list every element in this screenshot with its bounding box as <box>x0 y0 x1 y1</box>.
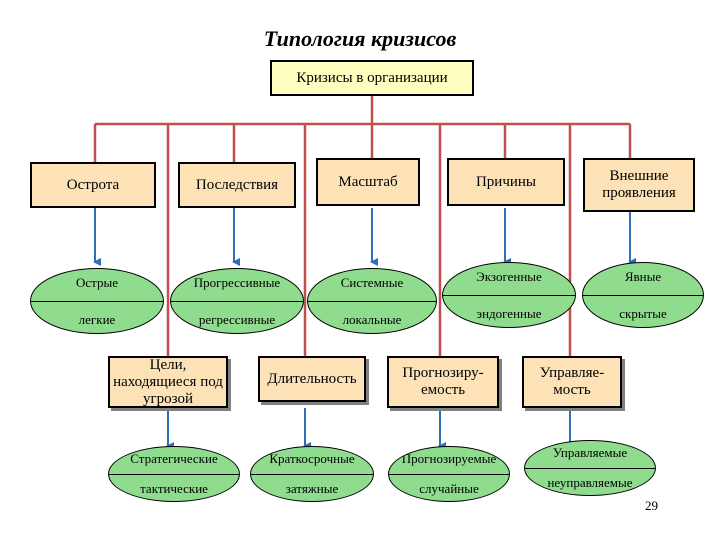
category-box-manifestations: Внешние проявления <box>583 158 695 212</box>
category-label: Масштаб <box>338 173 398 190</box>
subtype-ellipse-severity: Острые легкие <box>30 268 164 334</box>
category-label: Управляе-мость <box>539 365 605 398</box>
page-number: 29 <box>645 498 658 513</box>
subtype-top: Стратегические <box>130 451 218 466</box>
category-box-scale: Масштаб <box>316 158 420 206</box>
subtype-top: Системные <box>340 275 404 290</box>
category-label: Цели, находящиеся под угрозой <box>113 356 223 407</box>
subtype-ellipse-manageability: Управляемые неуправляемые <box>524 440 656 496</box>
category-label: Прогнозиру-емость <box>402 365 484 398</box>
category-label: Острота <box>66 176 120 193</box>
subtype-top: Краткосрочные <box>269 451 355 466</box>
category-box-causes: Причины <box>447 158 565 206</box>
subtype-ellipse-consequences: Прогрессивные регрессивные <box>170 268 304 334</box>
subtype-top: Управляемые <box>552 445 628 460</box>
subtype-bottom: затяжные <box>285 481 339 496</box>
category-box-predictability: Прогнозиру-емость <box>387 356 499 408</box>
category-box-duration: Длительность <box>258 356 366 402</box>
arrows <box>93 208 636 450</box>
subtype-bottom: тактические <box>140 481 208 496</box>
subtype-bottom: скрытые <box>619 306 667 321</box>
subtype-ellipse-causes: Экзогенные эндогенные <box>442 262 576 328</box>
subtype-bottom: неуправляемые <box>547 475 633 490</box>
subtype-ellipse-goals: Стратегические тактические <box>108 446 240 502</box>
category-box-goals: Цели, находящиеся под угрозой <box>108 356 228 408</box>
subtype-ellipse-manifestations: Явные скрытые <box>582 262 704 328</box>
category-box-consequences: Последствия <box>178 162 296 208</box>
subtype-top: Острые <box>75 275 118 290</box>
diagram-title: Типология кризисов <box>263 26 457 51</box>
subtype-bottom: регрессивные <box>198 312 276 327</box>
subtype-top: Явные <box>624 269 662 284</box>
category-label: Длительность <box>267 370 357 387</box>
subtype-ellipse-duration: Краткосрочные затяжные <box>250 446 374 502</box>
category-label: Внешние проявления <box>602 168 676 201</box>
subtype-bottom: случайные <box>419 481 479 496</box>
subtype-top: Прогрессивные <box>193 275 281 290</box>
subtype-ellipse-predictability: Прогнозируемые случайные <box>388 446 510 502</box>
subtype-top: Экзогенные <box>476 269 542 284</box>
category-label: Последствия <box>195 176 279 193</box>
tree-branches <box>93 96 632 356</box>
subtype-bottom: легкие <box>78 312 116 327</box>
subtype-bottom: локальные <box>342 312 402 327</box>
root-label: Кризисы в организации <box>296 69 448 86</box>
category-box-manageability: Управляе-мость <box>522 356 622 408</box>
category-box-severity: Острота <box>30 162 156 208</box>
root-box: Кризисы в организации <box>270 60 474 96</box>
category-label: Причины <box>475 173 537 190</box>
subtype-top: Прогнозируемые <box>401 451 497 466</box>
subtype-bottom: эндогенные <box>476 306 542 321</box>
subtype-ellipse-scale: Системные локальные <box>307 268 437 334</box>
